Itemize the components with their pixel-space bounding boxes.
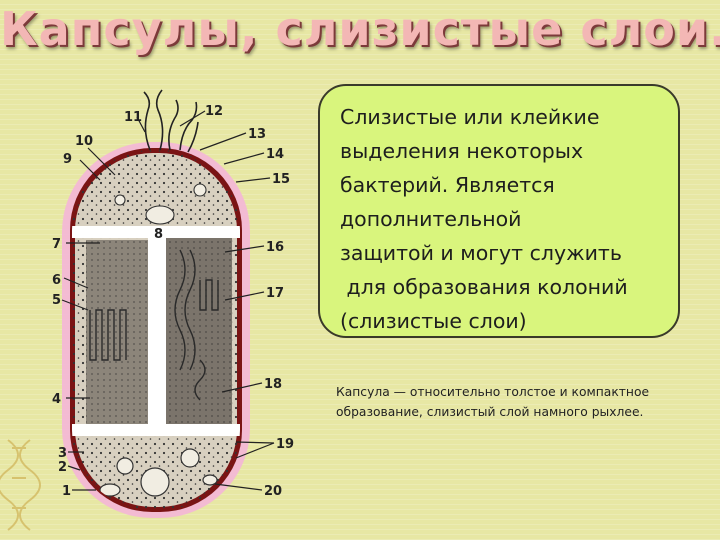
label-20: 20 bbox=[264, 484, 282, 499]
inclusions bbox=[99, 448, 218, 497]
label-2: 2 bbox=[58, 460, 67, 475]
label-18: 18 bbox=[264, 377, 282, 392]
label-13: 13 bbox=[248, 127, 266, 142]
label-16: 16 bbox=[266, 240, 284, 255]
label-12: 12 bbox=[205, 104, 223, 119]
label-7: 7 bbox=[52, 237, 61, 252]
label-4: 4 bbox=[52, 392, 61, 407]
label-9: 9 bbox=[63, 152, 72, 167]
label-10: 10 bbox=[75, 134, 93, 149]
slide-title: Капсулы, слизистые слои. bbox=[0, 2, 720, 56]
label-15: 15 bbox=[272, 172, 290, 187]
section-gap bbox=[148, 226, 166, 426]
label-14: 14 bbox=[266, 147, 284, 162]
label-19: 19 bbox=[276, 437, 294, 452]
label-11: 11 bbox=[124, 110, 142, 125]
label-3: 3 bbox=[58, 446, 67, 461]
callout-text: Слизистые или клейкие выделения некоторы… bbox=[340, 105, 628, 333]
dna-helix-decoration bbox=[0, 439, 41, 531]
label-6: 6 bbox=[52, 273, 61, 288]
label-1: 1 bbox=[62, 484, 71, 499]
label-5: 5 bbox=[52, 293, 61, 308]
leader-lines bbox=[61, 110, 275, 491]
caption-text: Капсула — относительно толстое и компакт… bbox=[336, 385, 650, 419]
label-17: 17 bbox=[266, 286, 284, 301]
mesosome-folds bbox=[89, 249, 219, 401]
label-8: 8 bbox=[154, 227, 163, 242]
caption: Капсула — относительно толстое и компакт… bbox=[336, 382, 706, 422]
callout-box: Слизистые или клейкие выделения некоторы… bbox=[318, 84, 680, 338]
flagella bbox=[143, 89, 199, 153]
